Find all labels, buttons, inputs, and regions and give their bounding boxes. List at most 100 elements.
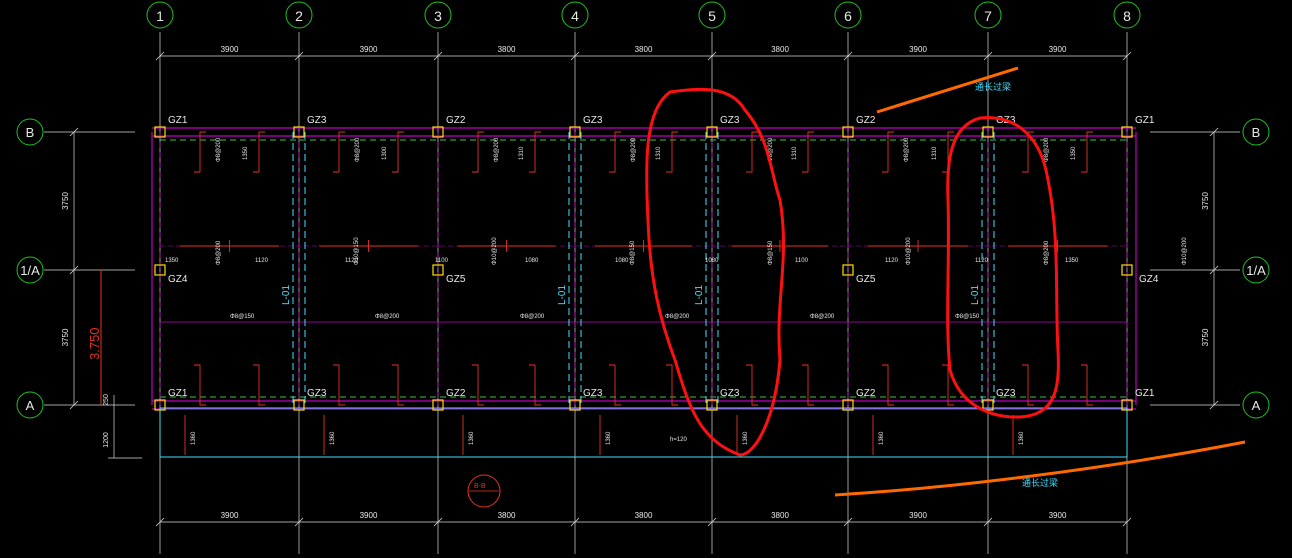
column-mid-2 [842, 264, 854, 276]
axis-bubble-label-8: 8 [1123, 8, 1131, 24]
dim-tick-left_bay-1 [69, 265, 79, 275]
rebar-bottom-len-0: 1360 [191, 431, 197, 445]
dim-tick-top-2 [433, 51, 443, 61]
rebar-lower-label-5: Φ8@150 [955, 314, 980, 320]
annotation-layer: 通长过梁 通长过梁 h=120 B-B 3.750 [87, 81, 1058, 508]
axis-bubble-row-label-left-1: 1/A [20, 263, 40, 278]
dim-tick-bottom-2 [433, 517, 443, 527]
dim-text-top-1: 3900 [360, 45, 378, 54]
rebar-bot-1-1 [392, 364, 404, 406]
rebar-mid-label-1: Φ10@150 [354, 237, 360, 265]
axis-bubble-row-label-right-1: 1/A [1246, 263, 1266, 278]
rebar-top-4-0 [746, 131, 758, 173]
dim-tick-bottom-6 [983, 517, 993, 527]
dim-tick-bottom-0 [155, 517, 165, 527]
rebar-lower-label-1: Φ8@200 [375, 314, 400, 320]
column-label-top-5: GZ2 [856, 115, 876, 126]
rebar-bot-0-1 [253, 364, 265, 406]
beam-l01-label-2: L-01 [694, 285, 705, 305]
column-label-top-0: GZ1 [168, 115, 188, 126]
dim-text-left-small-0: 250 [103, 394, 110, 406]
rebar-top-1-0 [333, 131, 345, 173]
axis-bubble-row-label-left-2: A [26, 398, 35, 413]
axis-bubble-label-2: 2 [295, 8, 303, 24]
beam-l01-label-1: L-01 [557, 285, 568, 305]
dim-tick-top-3 [570, 51, 580, 61]
column-label-mid-2: GZ5 [856, 274, 876, 285]
column-label-top-2: GZ2 [446, 115, 466, 126]
column-mid-1 [432, 264, 444, 276]
rebar-bot-2-0 [472, 364, 484, 406]
rebar-lower-label-4: Φ8@200 [810, 314, 835, 320]
dim-tick-right_bay-2 [1209, 400, 1219, 410]
markup-orange-stroke-bottom [834, 440, 1246, 497]
dim-tick-bottom-7 [1122, 517, 1132, 527]
rebar-bottom-len-2: 1360 [469, 431, 475, 445]
column-markers: GZ1GZ1GZ3GZ3GZ2GZ2GZ3GZ3GZ3GZ3GZ2GZ2GZ3G… [154, 115, 1159, 411]
column-bottom-4 [706, 399, 718, 411]
axis-bubble-label-4: 4 [571, 8, 579, 24]
rebar-top-2-1 [529, 131, 541, 173]
axis-bubble-6 [834, 1, 862, 29]
axis-bubble-label-5: 5 [708, 8, 716, 24]
rebar-bot-4-0 [746, 364, 758, 406]
markup-red-loop-left [645, 87, 785, 457]
axis-bubble-row-label-right-2: A [1252, 398, 1261, 413]
dim-text-bottom-6: 3900 [1049, 511, 1067, 520]
elevation-label: 3.750 [87, 327, 102, 360]
rebar-bottom-len-3: 1360 [606, 431, 612, 445]
column-top-1 [293, 126, 305, 138]
dim-text-right_bay-1: 3750 [1201, 328, 1210, 346]
column-top-6 [982, 126, 994, 138]
dim-tick-right_bay-0 [1209, 127, 1219, 137]
rebar-bot-0-0 [194, 364, 206, 406]
rebar-mid-len-9: 1120 [975, 258, 989, 264]
axis-bubble-8 [1113, 1, 1141, 29]
column-top-5 [842, 126, 854, 138]
axis-bubble-label-6: 6 [844, 8, 852, 24]
rebar-mid-len-6: 1080 [705, 258, 719, 264]
rebar-bottom-len-5: 1360 [879, 431, 885, 445]
column-mid-0 [154, 264, 166, 276]
rebar-top-len-3: 1310 [656, 146, 662, 160]
rebar-mid-label-7: Φ10@200 [1182, 237, 1188, 265]
rebar-bottom-len-6: 1360 [1019, 431, 1025, 445]
dim-text-top-5: 3900 [909, 45, 927, 54]
axis-bubble-row-right-0 [1242, 118, 1270, 146]
axis-bubble-label-1: 1 [156, 8, 164, 24]
rebar-mid-len-10: 1350 [1065, 258, 1079, 264]
dim-tick-left_bay-0 [69, 127, 79, 137]
rebar-top-6-1 [1081, 131, 1093, 173]
column-mid-3 [1121, 264, 1133, 276]
dim-text-bottom-5: 3900 [909, 511, 927, 520]
rebar-lower-label-3: Φ8@200 [665, 314, 690, 320]
rebar-top-label-5: Φ8@200 [904, 137, 910, 162]
rebar-top-len-5: 1310 [932, 146, 938, 160]
column-label-bottom-0: GZ1 [168, 388, 188, 399]
dim-text-left_bay-1: 3750 [61, 328, 70, 346]
grid-axis-lines [44, 32, 1240, 554]
section-mark-label: B-B [474, 483, 486, 490]
dim-tick-top-0 [155, 51, 165, 61]
rebar-lower-label-2: Φ8@200 [520, 314, 545, 320]
rebar-bot-5-0 [882, 364, 894, 406]
axis-bubble-row-label-right-0: B [1252, 125, 1261, 140]
column-bottom-3 [569, 399, 581, 411]
axis-bubble-row-left-1 [16, 256, 44, 284]
rebar-top-label-6: Φ8@200 [1044, 137, 1050, 162]
column-label-bottom-7: GZ1 [1135, 388, 1155, 399]
axis-bubble-1 [146, 1, 174, 29]
dim-text-bottom-2: 3800 [498, 511, 516, 520]
rebar-top-0-0 [194, 131, 206, 173]
dim-tick-bottom-5 [843, 517, 853, 527]
dim-tick-right_bay-1 [1209, 265, 1219, 275]
rebar-top-2-0 [472, 131, 484, 173]
rebar-bottom-len-4: 1360 [743, 431, 749, 445]
rebar-top-3-1 [666, 131, 678, 173]
